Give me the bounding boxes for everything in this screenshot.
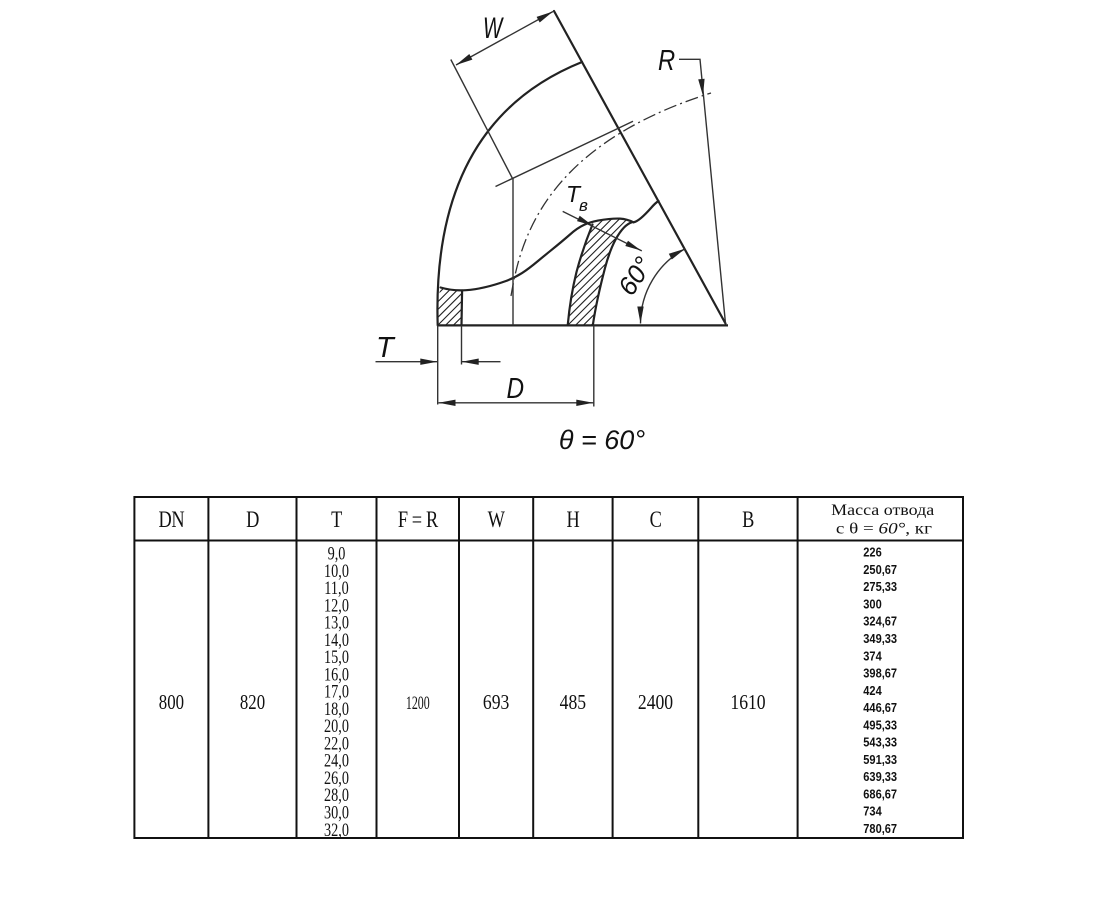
- svg-text:275,33: 275,33: [863, 579, 897, 594]
- svg-text:14,0: 14,0: [324, 629, 349, 650]
- svg-text:591,33: 591,33: [863, 752, 897, 767]
- svg-text:C: C: [650, 506, 662, 533]
- svg-text:17,0: 17,0: [324, 681, 349, 702]
- svg-text:1200: 1200: [406, 693, 430, 713]
- svg-text:H: H: [566, 506, 579, 533]
- svg-text:18,0: 18,0: [324, 698, 349, 719]
- svg-text:374: 374: [863, 648, 882, 663]
- svg-text:D: D: [246, 506, 259, 533]
- svg-text:693: 693: [483, 691, 509, 714]
- svg-text:в: в: [579, 196, 588, 215]
- svg-text:300: 300: [863, 597, 882, 612]
- svg-text:F = R: F = R: [398, 506, 439, 533]
- svg-text:W: W: [488, 506, 505, 533]
- svg-text:θ = 60°: θ = 60°: [559, 425, 645, 455]
- svg-text:543,33: 543,33: [863, 735, 897, 750]
- svg-text:10,0: 10,0: [324, 560, 349, 581]
- svg-text:800: 800: [159, 691, 184, 714]
- svg-text:T: T: [331, 506, 342, 533]
- svg-text:820: 820: [240, 691, 265, 714]
- svg-text:446,67: 446,67: [863, 700, 897, 715]
- svg-text:16,0: 16,0: [324, 663, 349, 684]
- svg-text:424: 424: [863, 683, 882, 698]
- svg-text:639,33: 639,33: [863, 769, 897, 784]
- svg-text:12,0: 12,0: [324, 594, 349, 615]
- svg-text:13,0: 13,0: [324, 612, 349, 633]
- svg-text:Масса отвода: Масса отвода: [831, 502, 934, 519]
- svg-text:2400: 2400: [638, 691, 673, 714]
- svg-text:349,33: 349,33: [863, 631, 897, 646]
- svg-text:T: T: [376, 332, 396, 364]
- svg-text:780,67: 780,67: [863, 821, 897, 836]
- svg-text:24,0: 24,0: [324, 750, 349, 771]
- svg-text:9,0: 9,0: [328, 543, 346, 564]
- svg-text:226: 226: [863, 545, 882, 560]
- svg-text:11,0: 11,0: [324, 577, 348, 598]
- svg-text:T: T: [566, 181, 582, 207]
- svg-text:60°: 60°: [612, 251, 659, 300]
- svg-text:324,67: 324,67: [863, 614, 897, 629]
- svg-text:W: W: [483, 12, 504, 45]
- svg-text:28,0: 28,0: [324, 784, 349, 805]
- svg-text:22,0: 22,0: [324, 733, 349, 754]
- svg-text:15,0: 15,0: [324, 646, 349, 667]
- svg-text:26,0: 26,0: [324, 767, 349, 788]
- svg-text:398,67: 398,67: [863, 666, 897, 681]
- svg-text:1610: 1610: [730, 691, 765, 714]
- svg-text:D: D: [507, 372, 525, 404]
- svg-text:485: 485: [560, 691, 586, 714]
- svg-text:20,0: 20,0: [324, 715, 349, 736]
- svg-text:734: 734: [863, 804, 882, 819]
- svg-text:32,0: 32,0: [324, 819, 349, 840]
- svg-text:B: B: [742, 506, 754, 533]
- svg-text:R: R: [658, 44, 675, 77]
- svg-text:30,0: 30,0: [324, 802, 349, 823]
- svg-text:DN: DN: [159, 506, 185, 533]
- svg-text:495,33: 495,33: [863, 717, 897, 732]
- svg-text:250,67: 250,67: [863, 562, 897, 577]
- svg-text:686,67: 686,67: [863, 786, 897, 801]
- svg-text:с θ = 60°, кг: с θ = 60°, кг: [836, 521, 933, 538]
